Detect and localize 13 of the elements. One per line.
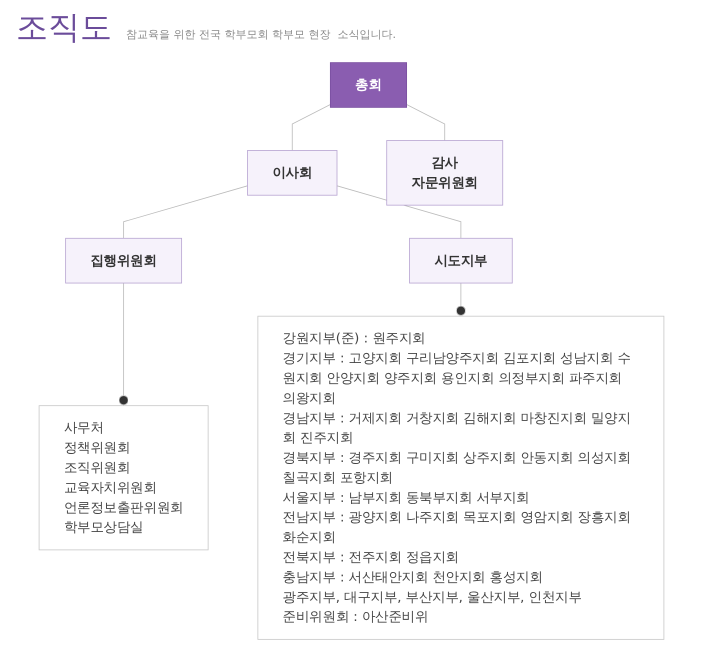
node-box: 총회 [330, 62, 408, 108]
connector [118, 282, 129, 406]
node-box: 강원지부(준) : 원주지회 경기지부 : 고양지회 구리남양주지회 김포지회 성남지회 수원지회 안양지회 양주지회 용인지회 의정부지회 파주지회 의왕지회 경남지부 : 거제지회 거창지회 김해지회 마창진지회 밀양지회 진주지회 경북지부 : 경주지회 구미지회 상주지회 안동지회 의성지회 칠곡지회 포항지회 서울지부 : 남부지회 동북부지회 서부지회 전남지부 : 광양지회 나주지회 목포지회 영암지회 장흥지회 화순지회 전북지부 : 전주지회 정읍지회 충남지부 : 서산태안지회 천안지회 홍성지회 광주지부, 대구지부, 부산지부, 울산지부, 인천지부 준비위원회 : 아산준비위 [257, 316, 664, 640]
node-box: 사무처 정책위원회 조직위원회 교육자치위원회 언론정보출판위원회 학부모상담실 [38, 405, 209, 550]
connector [123, 185, 248, 239]
connector [406, 104, 446, 141]
node-box: 감사 자문위원회 [386, 140, 504, 206]
page-title: 조직도 [16, 7, 112, 48]
subtitle-text: 참교육을 위한 전국 학부모회 학부모 현장 소식입니다. [126, 27, 396, 42]
connector [456, 282, 466, 317]
node-box: 집행위원회 [65, 238, 182, 284]
node-box: 시도지부 [409, 238, 513, 284]
node-box: 이사회 [247, 150, 338, 196]
